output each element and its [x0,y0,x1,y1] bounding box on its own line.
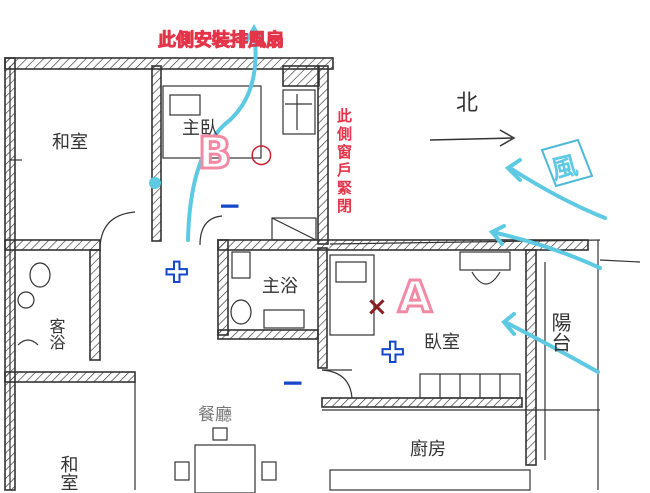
window-closed-note: 此側窗戶緊閉 [335,107,353,216]
room-label-master-bedroom: 主臥 [182,118,218,139]
exhaust-fan-note: 此側安裝排風扇 [158,29,284,51]
room-label-washitsu-top: 和室 [52,132,88,153]
room-label-master-bath: 主浴 [262,276,298,297]
wind-indicator: 風 [540,138,594,188]
airflow-point [149,177,161,189]
plus-marker-bedroom: ✚ [381,336,404,369]
room-label-washitsu-bottom: 和室 [58,455,79,491]
sketch-lines [9,66,641,493]
point-b-marker: B ○ [197,127,273,181]
airflow-arrow-middle [490,230,602,270]
north-label: 北 [456,91,478,116]
point-b-circle-symbol: ○ [250,139,273,169]
room-label-dining: 餐廳 [198,405,232,425]
point-a-x-symbol: × [366,292,388,322]
north-arrow [429,137,513,141]
airflow-arrow-top-wind [508,166,607,220]
point-b-label: B [198,128,232,179]
pressure-markers: ✚ ✚ − − [164,189,405,399]
minus-marker-corridor: − [281,366,304,399]
airflow-exhaust-path [186,30,258,242]
wind-box [540,138,594,188]
airflow-arrow-bottom [503,320,600,374]
plus-marker-doorway: ✚ [165,256,188,289]
point-a-label: A [398,272,432,323]
point-a-marker: × A [366,271,434,325]
room-labels: 和室 主臥 主浴 客浴 臥室 陽台 餐廳 和室 廚房 [47,118,573,491]
airflow-paths [186,23,607,374]
north-indicator: 北 [429,91,516,147]
room-label-kitchen: 廚房 [410,438,446,460]
room-label-bedroom: 臥室 [424,332,460,353]
minus-marker-master: − [218,189,241,222]
room-label-balcony: 陽台 [548,312,572,352]
room-label-guest-bath: 客浴 [47,318,66,350]
